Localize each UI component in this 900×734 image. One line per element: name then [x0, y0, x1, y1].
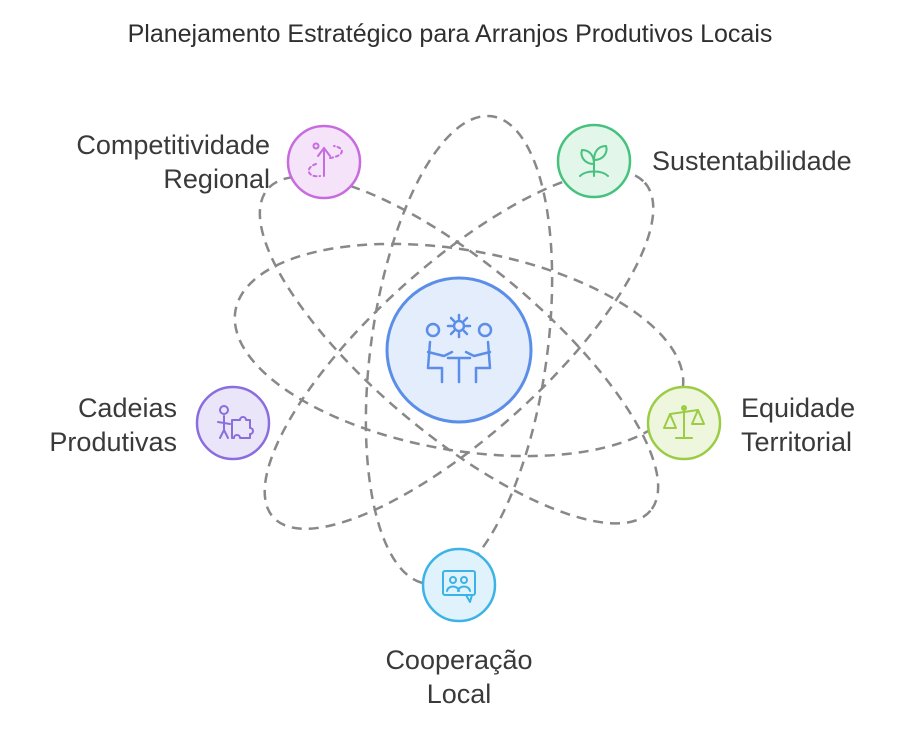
- label-cadeias-line2: Produtivas: [49, 427, 177, 457]
- center-node: [385, 276, 533, 424]
- label-cooperacao-line2: Local: [426, 679, 492, 709]
- collaboration-icon: [425, 313, 493, 384]
- label-sustentabilidade: Sustentabilidade: [652, 144, 892, 178]
- node-equidade: [646, 385, 722, 461]
- label-cooperacao-line1: Cooperação: [385, 645, 533, 675]
- node-cooperacao: [421, 547, 497, 623]
- label-competitividade-line2: Regional: [163, 164, 270, 194]
- balance-scale-icon: [663, 405, 705, 439]
- label-cadeias: Cadeias Produtivas: [20, 391, 177, 459]
- node-competitividade: [286, 124, 362, 200]
- label-equidade: Equidade Territorial: [741, 391, 891, 459]
- diagram-title: Planejamento Estratégico para Arranjos P…: [127, 20, 773, 48]
- label-competitividade-line1: Competitividade: [76, 130, 270, 160]
- cooperacao-circle: [421, 547, 497, 623]
- label-cooperacao: Cooperação Local: [330, 643, 588, 711]
- node-sustentabilidade: [556, 123, 632, 199]
- node-cadeias: [195, 385, 271, 461]
- label-cadeias-line1: Cadeias: [77, 393, 177, 423]
- orbit-diagonal-right: [263, 169, 655, 531]
- orbit-diagonal-left: [258, 175, 660, 525]
- label-sustentabilidade-line1: Sustentabilidade: [652, 146, 852, 176]
- orbit-vertical: [364, 114, 554, 586]
- label-equidade-line1: Equidade: [741, 393, 856, 423]
- sprout-icon: [579, 145, 609, 177]
- label-equidade-line2: Territorial: [741, 427, 853, 457]
- group-chat-icon: [442, 570, 476, 603]
- compass-path-icon: [307, 142, 343, 178]
- center-circle: [385, 276, 533, 424]
- label-competitividade: Competitividade Regional: [20, 128, 270, 196]
- person-puzzle-icon: [217, 405, 254, 439]
